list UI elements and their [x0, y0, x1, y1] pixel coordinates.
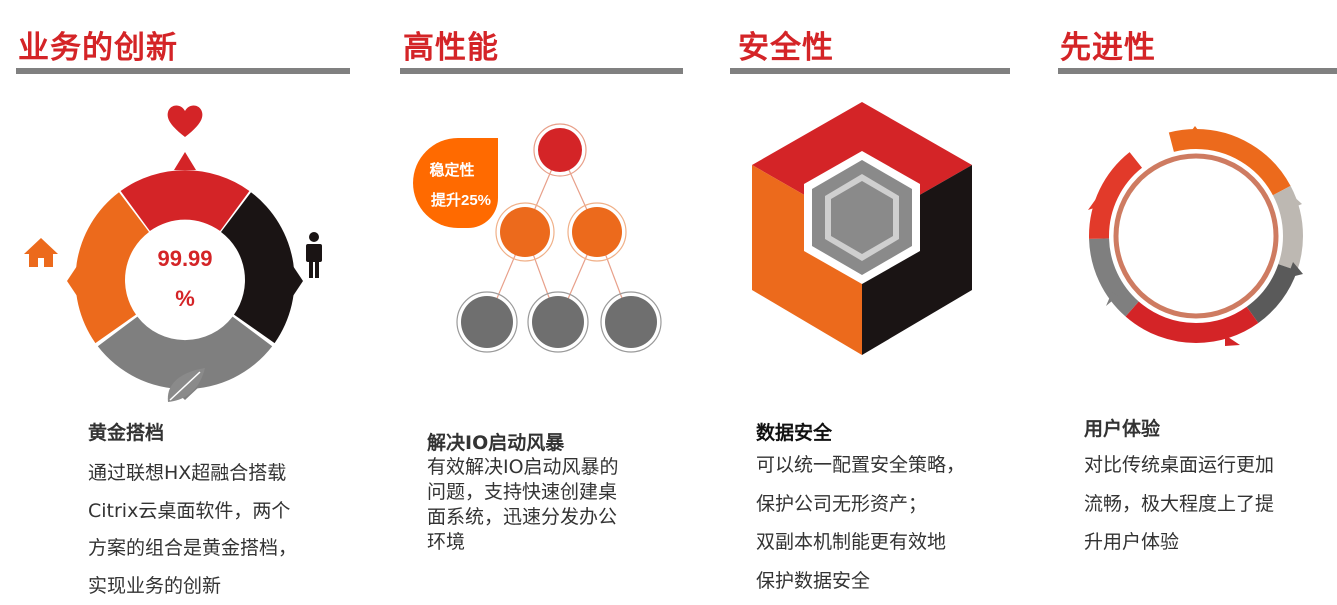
description-line: 面系统，迅速分发办公 — [427, 505, 619, 530]
uptime-value: 99.99 — [157, 246, 212, 271]
section-description: 通过联想HX超融合搭载 Citrix云桌面软件，两个 方案的组合是黄金搭档， 实… — [88, 455, 297, 605]
description-line: 流畅，极大程度上了提 — [1084, 485, 1274, 524]
house-icon — [24, 238, 58, 267]
nub-left — [67, 266, 77, 296]
ring-inner — [1116, 156, 1276, 316]
section-description: 对比传统桌面运行更加 流畅，极大程度上了提 升用户体验 — [1084, 446, 1274, 562]
uptime-unit: % — [175, 286, 195, 311]
badge-line1: 稳定性 — [429, 161, 474, 179]
section-subtitle: 数据安全 — [756, 418, 832, 445]
nub-top — [174, 152, 196, 170]
node-bottom-1 — [457, 292, 517, 352]
badge-line2: 提升25% — [431, 192, 491, 209]
node-bottom-2 — [528, 292, 588, 352]
section-subtitle: 用户体验 — [1084, 414, 1160, 441]
heart-icon — [168, 105, 203, 137]
section-title-advancement: 先进性 — [1060, 22, 1156, 67]
section-divider — [16, 68, 350, 74]
description-line: 升用户体验 — [1084, 523, 1274, 562]
section-description: 可以统一配置安全策略， 保护公司无形资产； 双副本机制能更有效地 保护数据安全 — [756, 446, 965, 600]
node-mid-left — [496, 203, 554, 261]
nub-right — [293, 266, 303, 296]
section-divider — [400, 68, 683, 74]
description-line: 保护数据安全 — [756, 562, 965, 601]
description-line: Citrix云桌面软件，两个 — [88, 493, 297, 531]
description-line: 有效解决IO启动风暴的 — [427, 455, 619, 480]
description-line: 环境 — [427, 530, 619, 555]
description-line: 方案的组合是黄金搭档， — [88, 530, 297, 568]
section-description: 有效解决IO启动风暴的 问题，支持快速创建桌 面系统，迅速分发办公 环境 — [427, 455, 619, 555]
section-title-innovation: 业务的创新 — [18, 22, 178, 67]
person-icon — [306, 232, 322, 278]
node-bottom-3 — [601, 292, 661, 352]
advancement-ring-graphic — [1080, 120, 1320, 350]
section-divider — [1058, 68, 1337, 74]
node-mid-right — [568, 203, 626, 261]
node-top — [534, 124, 586, 176]
stability-badge — [413, 138, 498, 228]
performance-tree-graphic: 稳定性 提升25% — [400, 110, 680, 370]
section-title-performance: 高性能 — [403, 22, 499, 67]
section-divider — [730, 68, 1010, 74]
description-line: 实现业务的创新 — [88, 568, 297, 605]
description-line: 双副本机制能更有效地 — [756, 523, 965, 562]
security-cube-graphic — [745, 95, 980, 365]
description-line: 问题，支持快速创建桌 — [427, 480, 619, 505]
section-title-security: 安全性 — [738, 22, 834, 67]
description-line: 通过联想HX超融合搭载 — [88, 455, 297, 493]
description-line: 对比传统桌面运行更加 — [1084, 446, 1274, 485]
innovation-ring-graphic: 99.99 % — [20, 100, 350, 410]
section-subtitle: 黄金搭档 — [88, 418, 164, 445]
section-subtitle: 解决IO启动风暴 — [427, 428, 564, 455]
description-line: 可以统一配置安全策略， — [756, 446, 965, 485]
description-line: 保护公司无形资产； — [756, 485, 965, 524]
